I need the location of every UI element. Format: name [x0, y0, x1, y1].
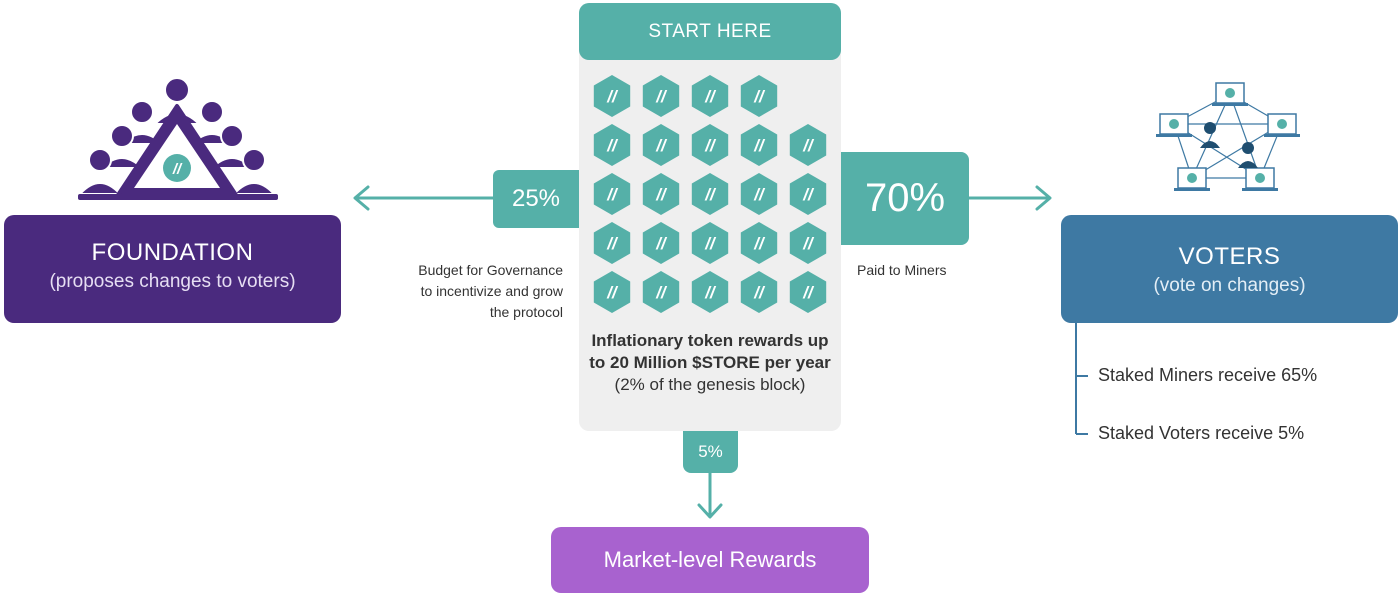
svg-text://: //: [655, 185, 668, 204]
token-hexagon-icon: //: [789, 222, 827, 264]
svg-text://: //: [655, 136, 668, 155]
market-percent-badge: 5%: [683, 431, 738, 473]
svg-text://: //: [655, 87, 668, 106]
token-hexagon-icon: //: [642, 75, 680, 117]
inflation-description-normal: (2% of the genesis block): [614, 375, 806, 394]
token-hexagon-icon: //: [789, 271, 827, 313]
svg-text://: //: [606, 87, 619, 106]
token-hexagon-icon: //: [691, 75, 729, 117]
svg-text://: //: [753, 185, 766, 204]
svg-text://: //: [172, 161, 183, 178]
token-hexagon-icon: //: [789, 173, 827, 215]
svg-text://: //: [802, 234, 815, 253]
token-hexagon-icon: //: [593, 173, 631, 215]
token-hexagon-icon: //: [691, 222, 729, 264]
svg-text://: //: [704, 234, 717, 253]
arrow-right-icon: [1035, 185, 1052, 211]
svg-text://: //: [655, 234, 668, 253]
token-hexagon-icon: //: [740, 173, 778, 215]
paid-to-miners-note: Paid to Miners: [857, 262, 947, 278]
arrow-down-icon: [697, 503, 723, 519]
svg-text://: //: [753, 87, 766, 106]
staked-voters-text: Staked Voters receive 5%: [1098, 423, 1305, 443]
svg-text://: //: [753, 234, 766, 253]
token-hexagon-icon: //: [740, 271, 778, 313]
token-hexagon-icon: //: [642, 124, 680, 166]
svg-text://: //: [802, 136, 815, 155]
budget-note-line: the protocol: [489, 304, 563, 320]
budget-note-line: Budget for Governance: [418, 262, 563, 278]
token-pool-card: [579, 3, 841, 431]
svg-text://: //: [606, 136, 619, 155]
svg-text://: //: [606, 283, 619, 302]
foundation-percent-badge: 25%: [493, 170, 579, 228]
token-hexagon-icon: //: [642, 271, 680, 313]
token-grid: // // // // // // // // // // // // // // // // // // // //…: [593, 75, 827, 313]
inflation-description: Inflationary token rewards up to 20 Mill…: [585, 330, 835, 396]
start-here-banner: START HERE: [579, 3, 841, 60]
svg-text://: //: [753, 136, 766, 155]
svg-text://: //: [704, 283, 717, 302]
voter-network-icon: [1156, 82, 1300, 191]
voters-title: VOTERS: [1178, 243, 1281, 270]
svg-text://: //: [606, 185, 619, 204]
token-hexagon-icon: //: [740, 75, 778, 117]
market-rewards-box: Market-level Rewards: [551, 527, 869, 593]
voters-box: VOTERS (vote on changes): [1061, 215, 1398, 323]
miners-percent-badge: 70%: [841, 152, 969, 245]
token-hexagon-icon: //: [593, 124, 631, 166]
svg-text://: //: [704, 87, 717, 106]
budget-note: Budget for Governance to incentivize and…: [360, 260, 563, 323]
token-hexagon-icon: //: [593, 271, 631, 313]
arrow-left-icon: [353, 185, 370, 211]
foundation-subtitle: (proposes changes to voters): [49, 271, 296, 292]
svg-text://: //: [802, 283, 815, 302]
token-hexagon-icon: //: [691, 124, 729, 166]
svg-text://: //: [655, 283, 668, 302]
token-hexagon-icon: //: [740, 222, 778, 264]
token-hexagon-icon: //: [593, 222, 631, 264]
svg-text://: //: [606, 234, 619, 253]
token-hexagon-icon: //: [593, 75, 631, 117]
foundation-box: FOUNDATION (proposes changes to voters): [4, 215, 341, 323]
svg-text://: //: [753, 283, 766, 302]
token-hexagon-icon: //: [789, 124, 827, 166]
staked-miners-text: Staked Miners receive 65%: [1098, 365, 1318, 385]
staked-bracket: [1075, 323, 1088, 435]
token-hexagon-icon: //: [691, 173, 729, 215]
svg-text://: //: [704, 136, 717, 155]
inflation-description-bold: Inflationary token rewards up to 20 Mill…: [589, 331, 831, 372]
svg-text://: //: [704, 185, 717, 204]
token-hexagon-icon: //: [740, 124, 778, 166]
budget-note-line: to incentivize and grow: [420, 283, 563, 299]
voters-subtitle: (vote on changes): [1153, 275, 1306, 296]
token-hexagon-icon: //: [642, 222, 680, 264]
token-hexagon-icon: //: [691, 271, 729, 313]
svg-text://: //: [802, 185, 815, 204]
foundation-title: FOUNDATION: [91, 239, 254, 266]
foundation-people-icon: //: [77, 77, 278, 200]
token-hexagon-icon: //: [642, 173, 680, 215]
